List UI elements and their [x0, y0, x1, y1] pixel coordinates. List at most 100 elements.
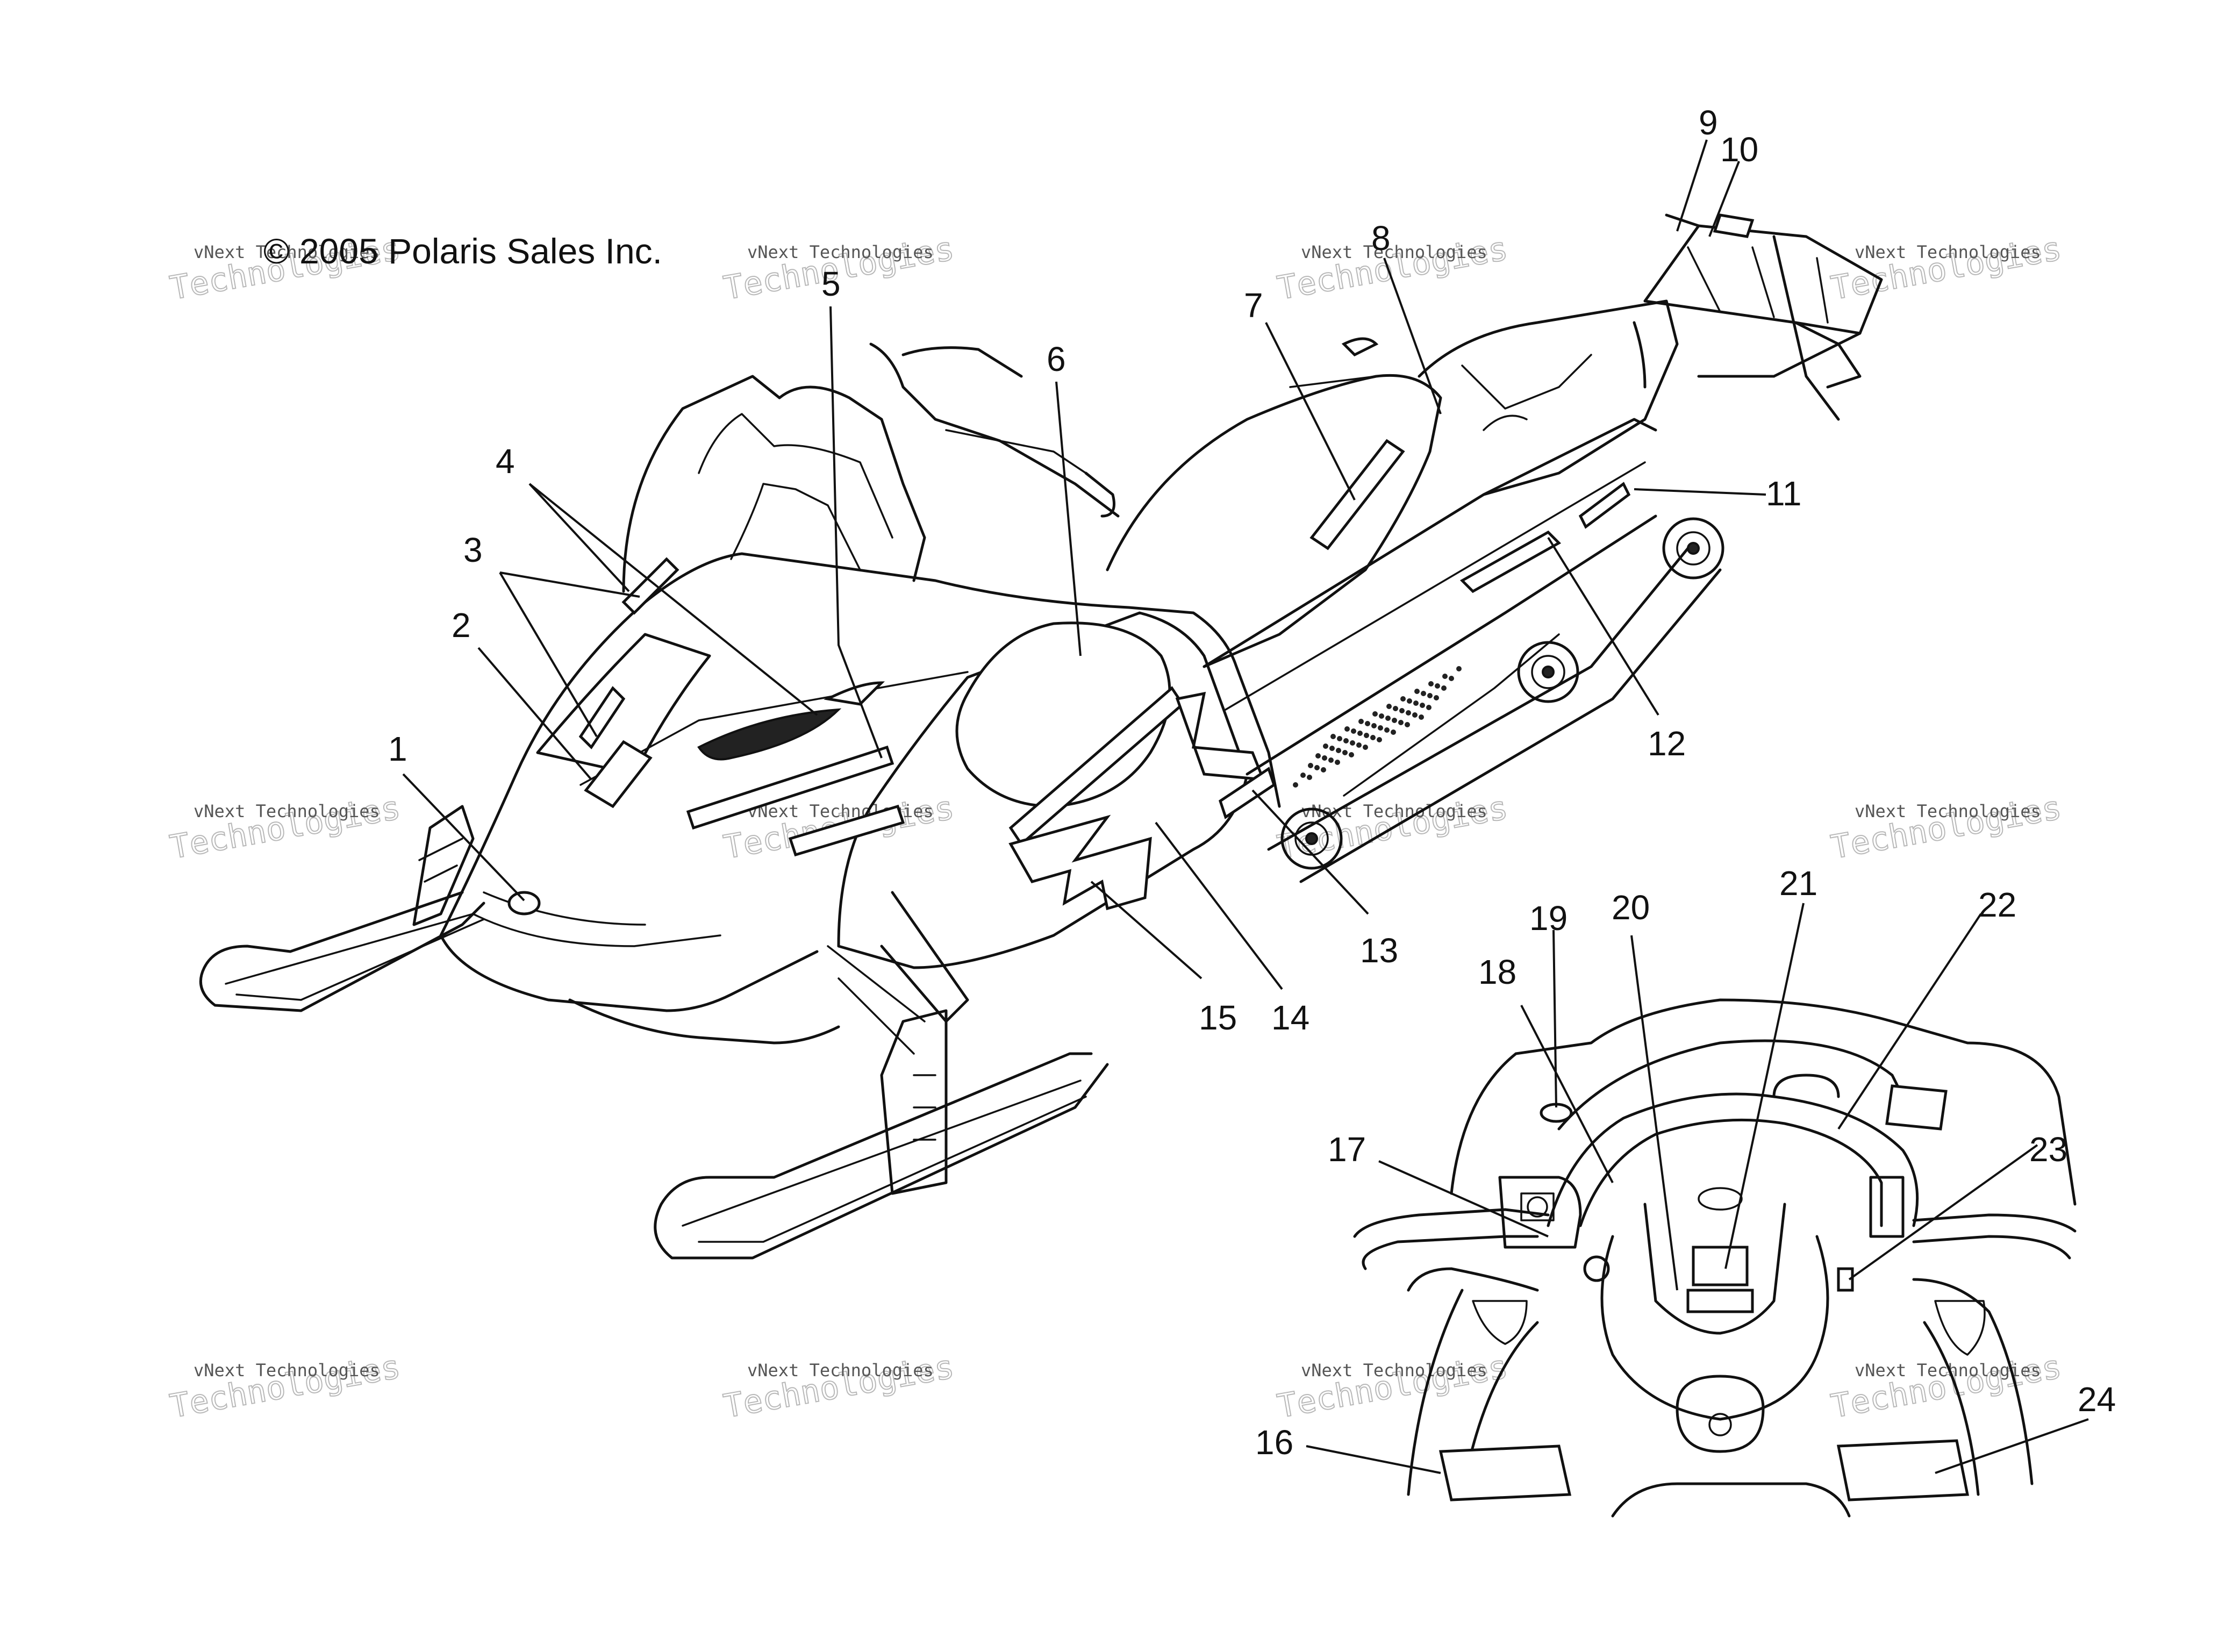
vent-dot-43	[1342, 750, 1348, 755]
vent-dot-12	[1351, 728, 1356, 734]
watermark-text-10: vNext Technologies	[1301, 1360, 1487, 1381]
vent-dot-19	[1449, 676, 1454, 681]
vent-dot-20	[1315, 753, 1321, 759]
vent-dot-37	[1406, 710, 1411, 716]
vent-dot-44	[1356, 742, 1362, 748]
vent-dot-24	[1371, 723, 1377, 728]
vent-dot-14	[1379, 713, 1384, 719]
vent-dot-41	[1314, 765, 1320, 770]
callout-4: 4	[496, 442, 515, 481]
vent-dot-11	[1337, 736, 1342, 741]
callout-5: 5	[821, 264, 841, 303]
snowmobile-illustration	[199, 213, 1883, 1260]
watermark-text-0: vNext Technologies	[194, 242, 380, 262]
vent-dot-34	[1364, 733, 1369, 738]
vent-dot-48	[1412, 712, 1418, 718]
vent-dot-5	[1400, 696, 1406, 702]
callout-6: 6	[1047, 340, 1066, 378]
vent-dot-25	[1385, 716, 1391, 721]
watermark-text-5: vNext Technologies	[747, 801, 934, 821]
vent-dot-49	[1426, 705, 1432, 710]
vent-dot-46	[1384, 727, 1390, 733]
vent-dot-6	[1414, 689, 1420, 694]
copyright-text: © 2005 Polaris Sales Inc.	[263, 231, 662, 271]
callout-22: 22	[1978, 885, 2016, 924]
vent-dot-47	[1398, 720, 1404, 725]
watermark-text-3: vNext Technologies	[1855, 242, 2041, 262]
vent-dot-3	[1372, 711, 1378, 717]
vent-dot-26	[1399, 708, 1405, 713]
vent-dot-10	[1323, 743, 1328, 749]
vent-dot-16	[1407, 698, 1412, 704]
watermark-text-7: vNext Technologies	[1855, 801, 2041, 821]
vent-dot-39	[1434, 695, 1439, 700]
vent-dot-32	[1336, 748, 1341, 753]
vent-dot-29	[1441, 685, 1447, 691]
vent-dot-17	[1421, 691, 1426, 696]
callout-14: 14	[1271, 998, 1309, 1037]
vent-dot-28	[1427, 693, 1433, 698]
vent-dot-31	[1322, 755, 1327, 761]
vent-dot-42	[1328, 757, 1334, 763]
vent-dot-0	[1330, 734, 1336, 739]
watermark-text-4: vNext Technologies	[194, 801, 380, 821]
callout-7: 7	[1244, 286, 1263, 325]
vent-dot-22	[1343, 738, 1349, 743]
vent-dot-55	[1363, 745, 1368, 750]
vent-dot-4	[1386, 704, 1392, 709]
vent-dot-45	[1370, 735, 1376, 740]
vent-dot-2	[1358, 719, 1364, 724]
callout-2: 2	[452, 606, 471, 645]
callout-15: 15	[1199, 998, 1237, 1037]
callout-13: 13	[1360, 931, 1398, 970]
vent-dot-7	[1428, 681, 1434, 686]
vent-dot-18	[1435, 683, 1440, 689]
vent-dot-40	[1300, 773, 1306, 778]
vent-dot-50	[1293, 782, 1298, 788]
callout-20: 20	[1612, 888, 1650, 927]
vent-dot-38	[1420, 703, 1425, 708]
vent-dot-36	[1392, 718, 1397, 723]
callout-9: 9	[1699, 103, 1718, 142]
vent-dot-35	[1378, 725, 1383, 731]
callout-21: 21	[1779, 864, 1817, 903]
vent-dot-15	[1393, 706, 1398, 711]
vent-dot-8	[1442, 674, 1448, 679]
callout-23: 23	[2029, 1130, 2067, 1169]
vent-dot-57	[1391, 730, 1396, 735]
vent-dot-56	[1377, 737, 1382, 742]
bogie-wheel-rear	[1662, 517, 1724, 580]
watermark-text-6: vNext Technologies	[1301, 801, 1487, 821]
vent-dot-58	[1405, 722, 1410, 727]
callout-24: 24	[2078, 1380, 2116, 1419]
watermark-text-9: vNext Technologies	[747, 1360, 934, 1381]
vent-dot-52	[1321, 767, 1326, 773]
watermark-text-8: vNext Technologies	[194, 1360, 380, 1381]
callout-3: 3	[463, 531, 483, 569]
vent-dot-33	[1350, 740, 1355, 746]
callout-18: 18	[1478, 953, 1516, 991]
vent-dot-54	[1349, 752, 1354, 757]
bogie-wheel-mid	[1517, 641, 1579, 703]
vent-dot-9	[1456, 666, 1462, 671]
vent-dot-1	[1344, 726, 1350, 732]
callout-leader-lines	[402, 139, 2089, 1474]
callout-16: 16	[1255, 1423, 1293, 1462]
watermark-text-1: vNext Technologies	[747, 242, 934, 262]
vent-dot-21	[1329, 746, 1335, 751]
dash-inset-illustration	[1353, 998, 2077, 1518]
tunnel-vent-dots	[1293, 666, 1462, 788]
callout-10: 10	[1720, 130, 1758, 169]
vent-dot-59	[1419, 714, 1424, 720]
callout-1: 1	[388, 730, 407, 768]
vent-dot-51	[1307, 775, 1312, 780]
callout-17: 17	[1328, 1130, 1366, 1169]
callout-11: 11	[1766, 474, 1801, 513]
watermark-text-2: vNext Technologies	[1301, 242, 1487, 262]
vent-dot-23	[1357, 731, 1363, 736]
callout-19: 19	[1529, 899, 1568, 938]
callout-12: 12	[1648, 724, 1686, 763]
vent-dot-27	[1413, 700, 1419, 706]
